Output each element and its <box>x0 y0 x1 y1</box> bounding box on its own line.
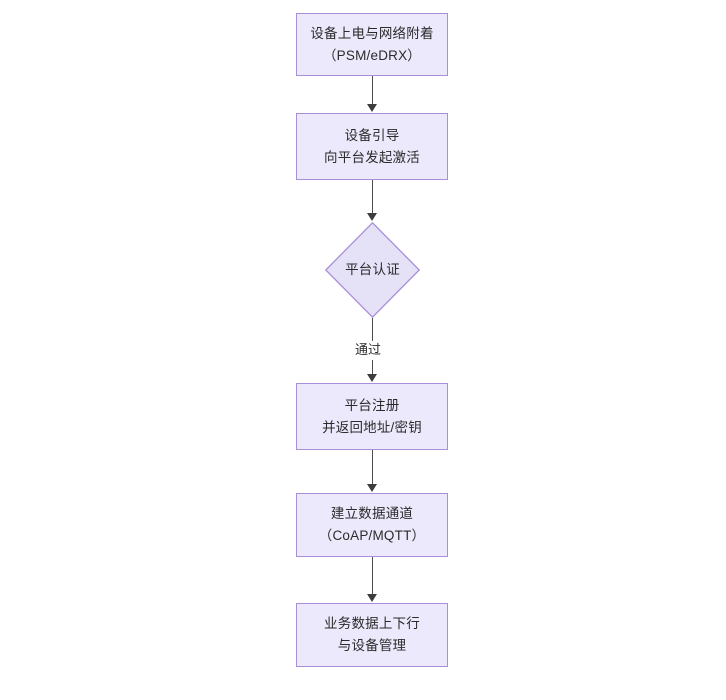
flow-node-text-line2: 与设备管理 <box>337 638 407 653</box>
flow-node-text-line1: 平台注册 <box>344 397 400 413</box>
flow-node-text-line2: 并返回地址/密钥 <box>322 419 422 435</box>
edge-connector-line <box>371 76 373 105</box>
flow-node-business-data-and-device-management[interactable]: 业务数据上下行 与设备管理 <box>296 603 448 667</box>
edge-arrowhead <box>367 104 377 112</box>
flow-node-text-line2: （PSM/eDRX） <box>322 47 422 63</box>
flow-node-text-line1: 业务数据上下行 <box>324 616 420 632</box>
edge-connector-line <box>371 450 373 485</box>
flow-node-text-line1: 平台认证 <box>345 262 400 278</box>
diamond-shape <box>325 222 420 318</box>
edge-arrowhead <box>367 484 377 492</box>
flow-node-text-line2: （CoAP/MQTT） <box>318 528 426 543</box>
edge-connector-line <box>371 557 373 595</box>
flow-node-text-line2: 向平台发起激活 <box>324 149 420 165</box>
edge-arrowhead <box>367 374 377 382</box>
flow-node-text-line1: 设备引导 <box>344 127 400 143</box>
flow-node-establish-data-channel[interactable]: 建立数据通道 （CoAP/MQTT） <box>296 493 448 557</box>
edge-arrowhead <box>367 213 377 221</box>
flow-node-platform-authentication-decision[interactable]: 平台认证 <box>325 222 420 318</box>
flow-node-device-bootstrap-activation[interactable]: 设备引导 向平台发起激活 <box>296 113 448 180</box>
edge-label-pass: 通过 <box>352 341 385 360</box>
flow-node-platform-registration-credentials[interactable]: 平台注册 并返回地址/密钥 <box>296 383 448 450</box>
flow-node-text-line1: 设备上电与网络附着 <box>310 25 434 41</box>
flow-node-power-on-network-attach[interactable]: 设备上电与网络附着 （PSM/eDRX） <box>296 13 448 76</box>
edge-connector-line <box>371 180 373 214</box>
flow-node-text-line1: 建立数据通道 <box>330 506 414 522</box>
edge-arrowhead <box>367 594 377 602</box>
